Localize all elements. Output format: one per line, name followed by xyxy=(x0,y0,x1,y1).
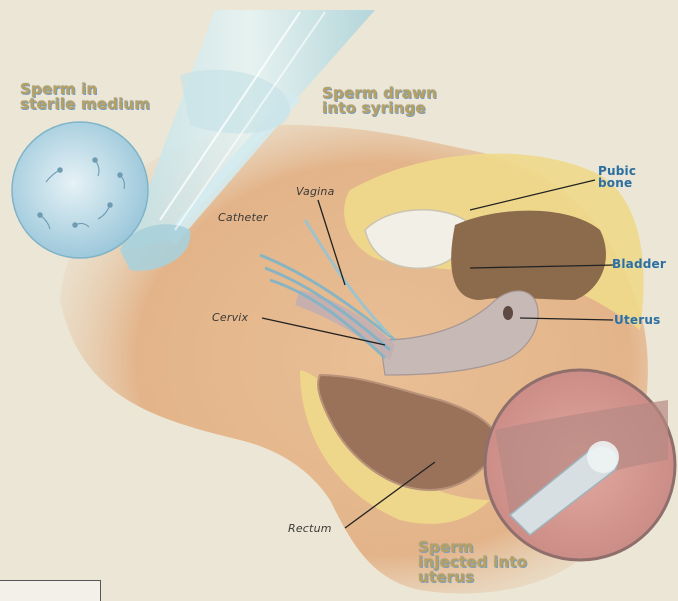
label-bladder: Bladder xyxy=(612,258,666,270)
label-catheter: Catheter xyxy=(218,212,268,223)
label-pubic-bone: Pubic bone xyxy=(598,165,636,189)
label-sperm-in-sterile-medium: Sperm in sterile medium xyxy=(20,82,150,112)
label-sperm-injected-into-uterus: Sperm injected into uterus xyxy=(418,540,527,585)
bladder xyxy=(451,211,606,300)
uterine-cavity xyxy=(503,306,513,320)
label-line: sterile medium xyxy=(20,97,150,112)
label-vagina: Vagina xyxy=(296,186,335,197)
label-line: into syringe xyxy=(322,101,437,116)
label-line: bone xyxy=(598,177,636,189)
label-cervix: Cervix xyxy=(212,312,248,323)
sperm-dish xyxy=(12,122,148,258)
label-uterus: Uterus xyxy=(614,314,660,326)
label-sperm-drawn-into-syringe: Sperm drawn into syringe xyxy=(322,86,437,116)
label-rectum: Rectum xyxy=(288,523,332,534)
label-line: uterus xyxy=(418,570,527,585)
corner-frame xyxy=(0,580,101,601)
zoom-inset xyxy=(485,370,675,560)
